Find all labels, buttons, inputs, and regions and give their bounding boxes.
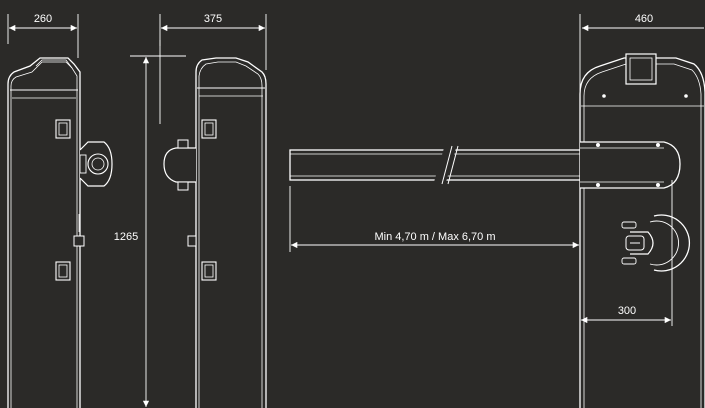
dimension-375-label: 375 [204,13,222,25]
boom-arm [289,145,587,185]
dimension-1265-label: 1265 [114,231,138,243]
dimension-boom-length-label: Min 4,70 m / Max 6,70 m [374,231,495,243]
dimension-260 [7,14,79,58]
dimension-460 [579,14,704,92]
dimension-boom-length [289,186,581,252]
barrier-cabinet [579,53,705,408]
front-view-cabinet [163,57,267,408]
dimension-300-label: 300 [618,305,636,317]
dimension-460-label: 460 [635,13,653,25]
side-view-cabinet [7,57,113,408]
dimension-300 [581,180,673,326]
dimension-260-label: 260 [34,13,52,25]
dimension-1265 [130,40,186,407]
